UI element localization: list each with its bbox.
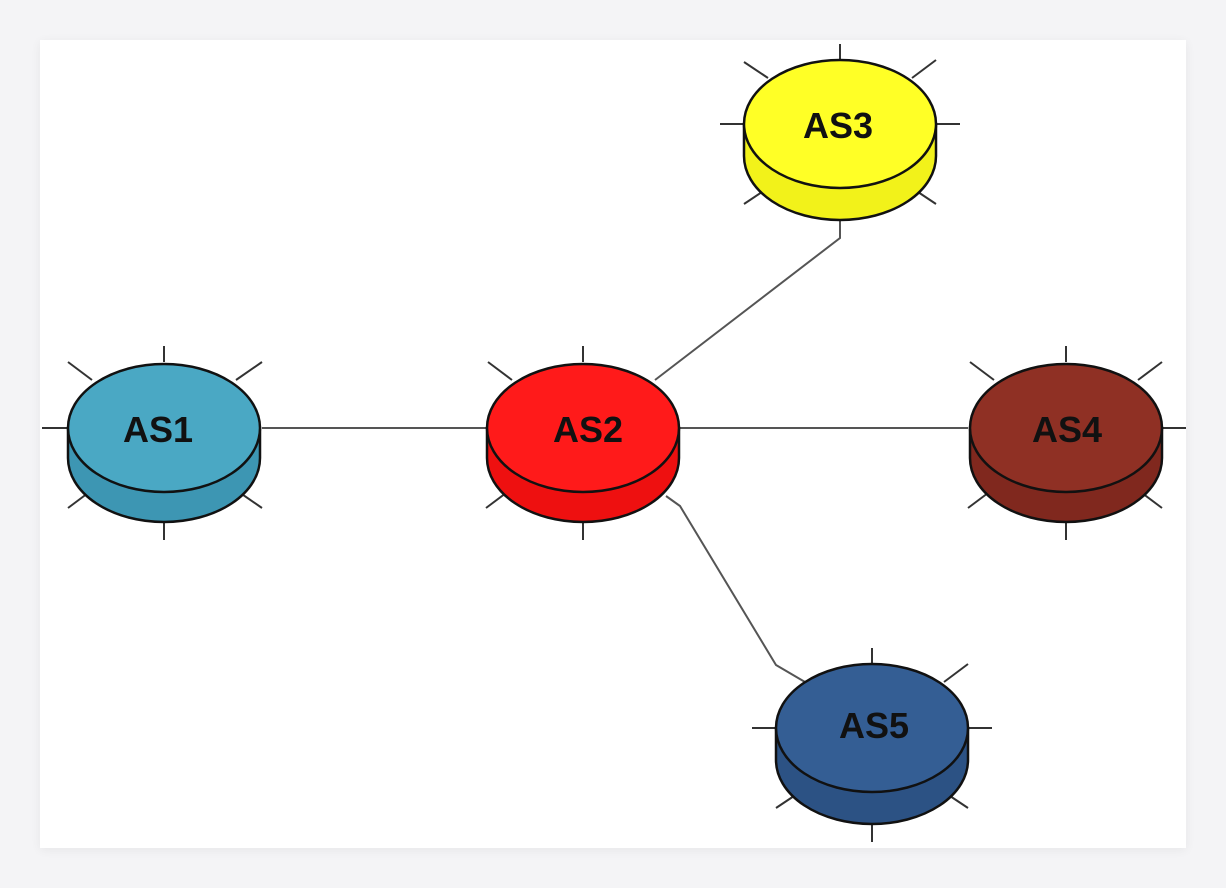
links xyxy=(262,220,968,683)
router-as4[interactable]: AS4 xyxy=(967,346,1186,540)
cylinder-top xyxy=(742,58,938,190)
cylinder-top xyxy=(774,662,970,794)
router-as5[interactable]: AS5 xyxy=(752,648,992,842)
node-label: AS3 xyxy=(803,105,873,146)
antenna-icon xyxy=(720,44,960,205)
node-label: AS5 xyxy=(839,705,909,746)
cylinder-top xyxy=(968,362,1164,494)
antenna-icon xyxy=(485,346,584,540)
link-as2-as5 xyxy=(665,495,806,683)
cylinder-top xyxy=(66,362,262,494)
router-as2[interactable]: AS2 xyxy=(485,346,681,540)
link-as2-as3 xyxy=(654,220,841,381)
node-label: AS1 xyxy=(123,409,193,450)
router-as1[interactable]: AS1 xyxy=(42,346,263,540)
router-as3[interactable]: AS3 xyxy=(720,44,960,222)
cylinder-top xyxy=(485,362,681,494)
node-label: AS2 xyxy=(553,409,623,450)
node-label: AS4 xyxy=(1032,409,1102,450)
